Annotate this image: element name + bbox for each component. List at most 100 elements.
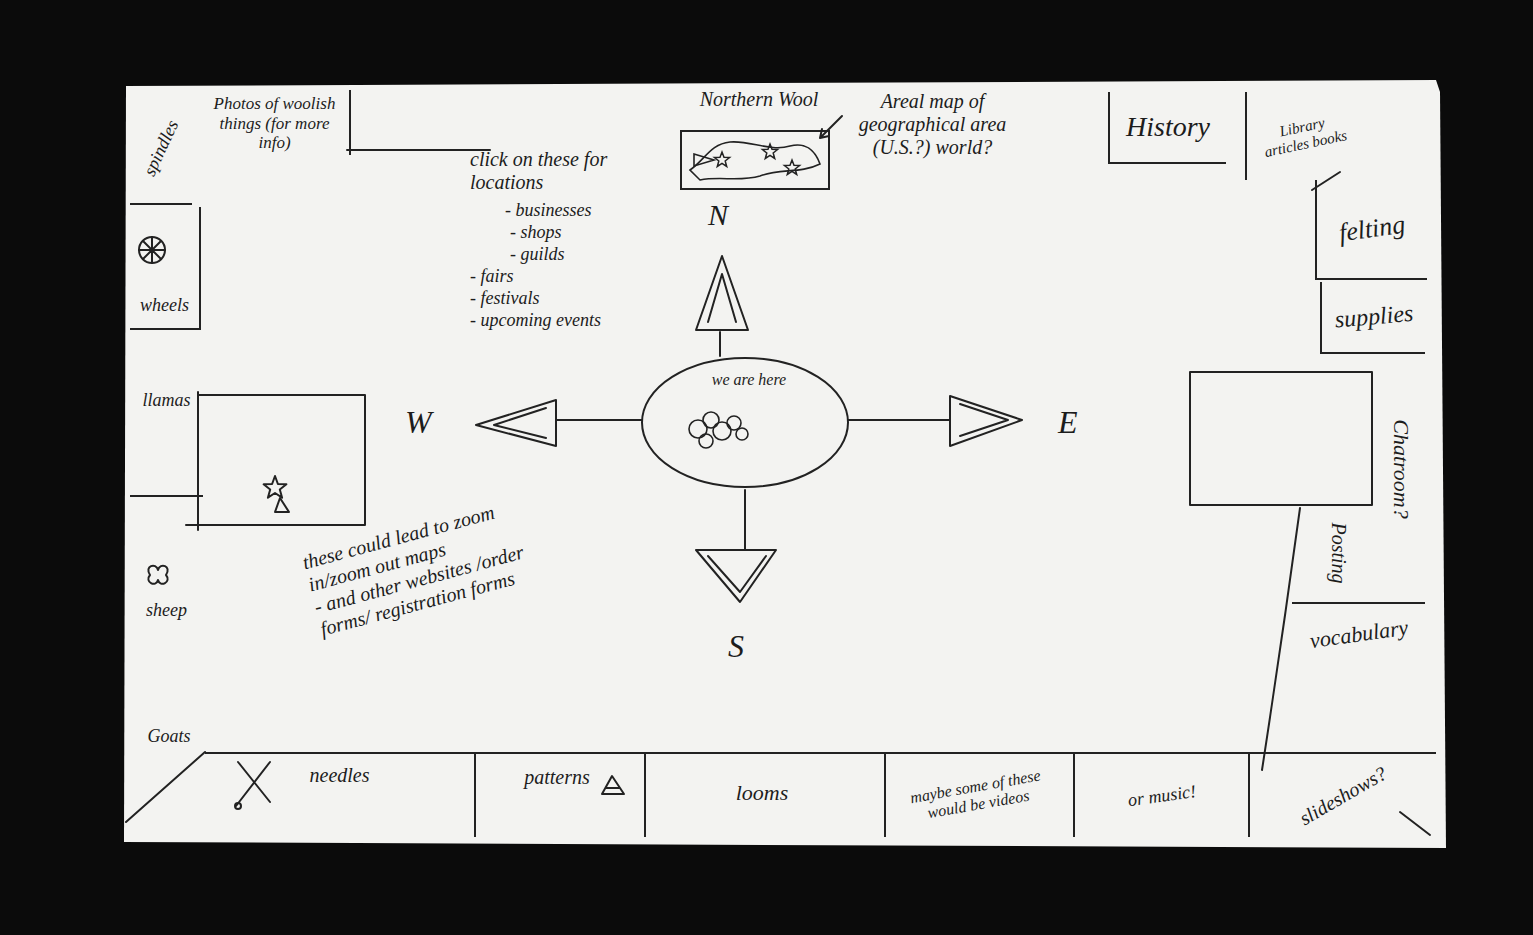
sketch-text: supplies xyxy=(1333,300,1414,334)
sketch-cell: felting xyxy=(1315,180,1427,280)
location-star xyxy=(714,152,729,167)
frame-line xyxy=(126,752,205,822)
blank-panel xyxy=(1190,372,1372,505)
sheep-icon xyxy=(148,566,167,584)
handwritten-note: Areal map of geographical area (U.S.?) w… xyxy=(845,90,1020,159)
sheep-scribble xyxy=(727,416,741,430)
location-marker xyxy=(694,154,714,166)
wheel-spokes xyxy=(139,237,165,263)
sketch-text: Chatroom? xyxy=(1388,419,1413,518)
sheep-scribble xyxy=(703,412,719,428)
sketch-text: needles xyxy=(306,764,374,787)
frame-line xyxy=(1262,508,1300,770)
arrow-stem xyxy=(719,332,721,356)
map-frame xyxy=(681,131,829,189)
leader-line xyxy=(820,116,842,138)
arrow-stem xyxy=(744,490,746,550)
sketch-text: Posting xyxy=(1327,522,1350,583)
patterns-icon xyxy=(602,776,624,794)
map-sketch xyxy=(680,130,830,190)
handwritten-note: N xyxy=(708,198,728,233)
underline xyxy=(347,149,490,151)
sketch-cell: sheep xyxy=(130,555,203,627)
sketch-text: felting xyxy=(1337,210,1407,249)
sketch-cell: slideshows? xyxy=(1250,752,1436,837)
sketch-cell: looms xyxy=(640,752,886,837)
arrow-stem xyxy=(556,419,642,421)
sketch-cell: supplies xyxy=(1320,282,1425,354)
sketch-cell: or music! xyxy=(1075,752,1250,837)
location-marker xyxy=(275,498,289,512)
arrow-scribble xyxy=(494,408,546,438)
sketch-cell: spindles xyxy=(130,92,192,205)
sketch-cell: Photos of woolish things (for more info) xyxy=(200,90,351,155)
sketch-cell: Chatroom? xyxy=(1378,398,1424,540)
handwritten-note: W xyxy=(405,404,432,441)
sketch-text: spindles xyxy=(139,116,183,178)
sketch-text: patterns xyxy=(520,766,594,789)
sketch-text: maybe some of these would be videos xyxy=(890,763,1064,829)
sketch-cell: maybe some of these would be videos xyxy=(880,752,1075,837)
handwritten-note: - festivals xyxy=(470,288,540,309)
sketch-cell: needles xyxy=(205,752,476,837)
arrow-scribble xyxy=(708,274,736,322)
sketch-text: Northern Wool xyxy=(696,88,823,111)
sketch-text: Library articles books xyxy=(1256,110,1351,162)
sketch-cell: Goats xyxy=(130,718,208,754)
sheep-scribble xyxy=(736,428,748,440)
sketch-text: or music! xyxy=(1126,780,1197,810)
east-arrow xyxy=(950,396,1022,446)
sheep-scribble xyxy=(713,422,731,440)
needles-icon xyxy=(235,803,241,809)
sketch-text: we are here xyxy=(708,371,790,389)
sketch-text: wheels xyxy=(136,295,193,316)
sketch-text: sheep xyxy=(142,600,191,621)
arrow-stem xyxy=(848,419,950,421)
sketch-cell: wheels xyxy=(130,207,201,330)
handwritten-note: E xyxy=(1058,404,1078,441)
location-star xyxy=(264,476,287,498)
sketch-cell: patterns xyxy=(470,752,646,837)
ink-lines xyxy=(126,116,1430,835)
note-group: these could lead to zoom in/zoom out map… xyxy=(300,487,565,641)
sketch-cell: Northern Wool xyxy=(668,86,850,196)
circle-outline xyxy=(642,358,848,487)
arrow-scribble xyxy=(708,556,766,592)
frame-line xyxy=(1400,812,1430,835)
sketch-text: Photos of woolish things (for more info) xyxy=(200,94,349,153)
wheel-icon xyxy=(139,237,165,263)
map-box xyxy=(186,395,365,525)
south-arrow xyxy=(696,550,776,602)
sketch-text: History xyxy=(1122,111,1214,143)
sketch-text: looms xyxy=(732,780,793,805)
sketch-text: Goats xyxy=(143,726,194,747)
sketch-cell: llamas xyxy=(130,332,203,497)
handwritten-note: click on these for locations xyxy=(470,148,635,194)
needles-icon xyxy=(236,762,270,806)
handwritten-note: - businesses xyxy=(505,200,592,221)
handwritten-note: S xyxy=(728,628,744,665)
handwritten-note: - shops xyxy=(510,222,562,243)
sketch-cell: Posting xyxy=(1316,508,1360,598)
sketch-cell: we are here xyxy=(640,355,858,490)
sketch-cell: History xyxy=(1108,92,1226,164)
handwritten-note: - upcoming events xyxy=(470,310,601,331)
west-arrow xyxy=(476,400,556,446)
paper-sheet xyxy=(124,80,1446,848)
sketch-text: llamas xyxy=(138,390,194,411)
map-box-edge xyxy=(197,392,199,530)
location-star xyxy=(784,160,799,175)
sketch-text: slideshows? xyxy=(1295,761,1390,829)
north-arrow xyxy=(696,256,748,330)
sketch-cell: vocabulary xyxy=(1292,602,1425,664)
handwritten-note: - fairs xyxy=(470,266,514,287)
map-coastline xyxy=(690,142,820,180)
location-star xyxy=(762,144,777,159)
sketch-cell: Library articles books xyxy=(1245,92,1360,180)
sheep-scribble xyxy=(699,434,713,448)
sketch-text: vocabulary xyxy=(1308,615,1410,654)
